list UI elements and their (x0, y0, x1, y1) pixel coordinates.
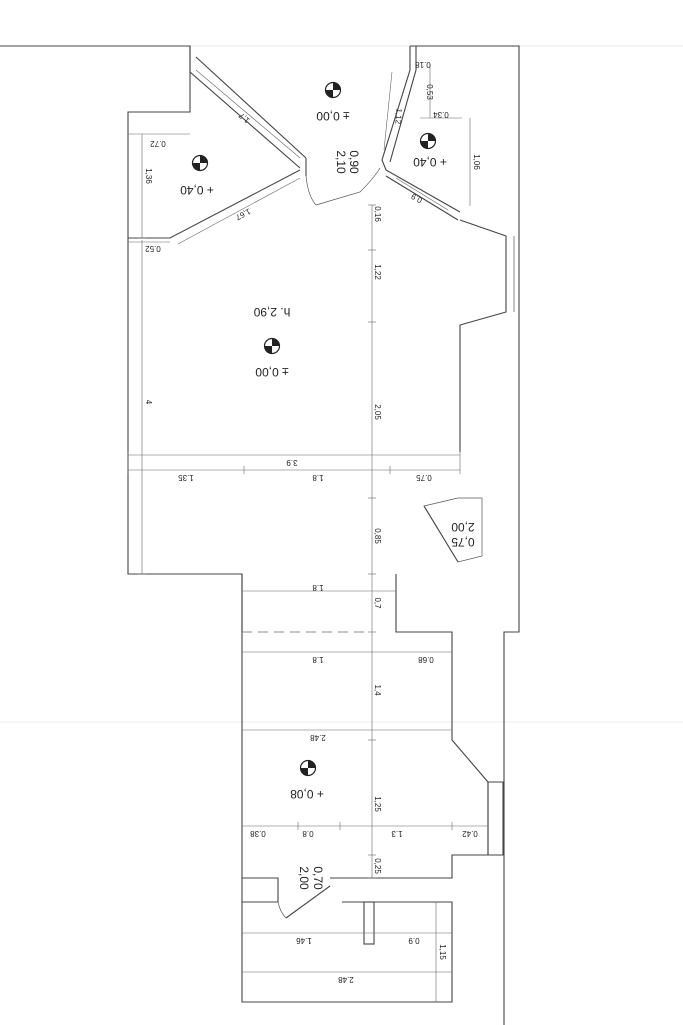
wall-lower-left (241, 632, 453, 1003)
dim-0-53: 0,53 (425, 84, 434, 100)
door-bottom-leaf (285, 885, 331, 919)
dim-1-06: 1,06 (472, 154, 481, 170)
wall-right-outer (410, 45, 520, 1025)
dim-ticks (127, 204, 461, 879)
door-right-width: 0,75 (451, 535, 475, 549)
dim-1-8-b: 1.8 (312, 583, 324, 592)
door-right-height: 2,00 (451, 520, 475, 534)
dim-0-7: 0,7 (373, 597, 382, 609)
window-lower-right (487, 781, 504, 856)
dim-line-1-67 (177, 177, 301, 245)
dim-2-48-a: 2.48 (310, 733, 326, 742)
dim-1-25: 1,25 (373, 796, 382, 812)
dim-0-8: 0.8 (302, 829, 314, 838)
dim-3-9: 3.9 (286, 458, 298, 467)
dim-1-36: 1,36 (144, 168, 153, 184)
wall-right-closet-2 (389, 46, 417, 163)
dim-0-72: 0.72 (150, 139, 166, 148)
dimension-labels: 0.72 1,36 0.52 1,7 1,67 0.18 0,53 0.34 1… (144, 60, 481, 984)
dim-line-1-12 (383, 71, 393, 151)
wall-right-closet (381, 46, 461, 213)
door-labels: 0,90 2,10 0,75 2,00 0,70 2,00 (297, 150, 475, 890)
level-marker-icon (419, 132, 437, 150)
wall-diag-upper-left (189, 57, 301, 169)
dim-0-25: 0,25 (373, 858, 382, 874)
dim-1-35: 1.35 (178, 473, 194, 482)
level-marker-icon (324, 81, 342, 99)
door-top-height: 2,10 (334, 150, 348, 174)
wall-diag-upper-left-2 (195, 56, 307, 159)
door-top-width: 0,90 (347, 150, 361, 174)
window-upper-right (459, 219, 507, 452)
dim-0-75: 0.75 (416, 473, 432, 482)
outer-walls (0, 45, 520, 1025)
pillar (363, 901, 375, 945)
level-room-top-left: + 0,40 (180, 183, 214, 197)
level-marker-icon (299, 759, 317, 777)
dim-4: 4 (144, 400, 153, 405)
dim-1-22: 1,22 (373, 264, 382, 280)
dim-2-05: 2,05 (373, 404, 382, 420)
door-top-swing (315, 167, 381, 206)
dim-0-9: 0.9 (408, 936, 420, 945)
dim-0-9-diag: 0,9 (409, 191, 424, 205)
door-bottom-height: 2,00 (297, 866, 311, 890)
wall-lower-notch (242, 877, 279, 903)
level-room-top-right: + 0,40 (413, 155, 447, 169)
dim-line-1-7 (195, 69, 301, 159)
dim-0-52: 0.52 (145, 244, 161, 253)
dim-1-8-c: 1.8 (312, 655, 324, 664)
dim-line-0-9-diag (395, 177, 449, 211)
ceiling-height: h. 2,90 (253, 305, 290, 319)
level-marker-icon (263, 337, 281, 355)
dim-1-3: 1.3 (391, 829, 403, 838)
wall-closet-bottom (385, 175, 459, 221)
dim-1-7: 1,7 (237, 111, 252, 125)
door-right-leaf (423, 505, 459, 563)
level-marker-icon (191, 154, 209, 172)
dim-0-85: 0,85 (373, 528, 382, 544)
room-labels: ± 0,00 + 0,40 + 0,40 h. 2,90 ± 0,00 + 0,… (180, 109, 447, 801)
wall-top-left (0, 45, 191, 118)
dim-0-68: 0.68 (418, 655, 434, 664)
dim-2-48-b: 2.48 (338, 975, 354, 984)
door-bottom-swing (277, 901, 287, 919)
dim-1-4: 1,4 (373, 684, 382, 696)
level-room-main: ± 0,00 (255, 365, 289, 379)
level-markers (191, 81, 437, 777)
dim-0-16: 0,16 (373, 206, 382, 222)
door-bottom-width: 0,70 (311, 866, 325, 890)
dim-0-34: 0.34 (433, 110, 449, 119)
door-top-leaf (305, 175, 317, 206)
dim-1-46: 1.46 (296, 936, 312, 945)
dim-1-15: 1,15 (438, 944, 447, 960)
dim-0-18-top: 0.18 (415, 60, 431, 69)
dim-1-12: 1,12 (393, 108, 403, 125)
dim-1-8-a: 1.8 (312, 473, 324, 482)
dim-0-38: 0.38 (250, 829, 266, 838)
level-room-bottom: + 0,08 (290, 787, 324, 801)
dim-0-42: 0.42 (462, 829, 478, 838)
dimension-lines (127, 64, 488, 1002)
level-room-top-center: ± 0,00 (316, 109, 350, 123)
